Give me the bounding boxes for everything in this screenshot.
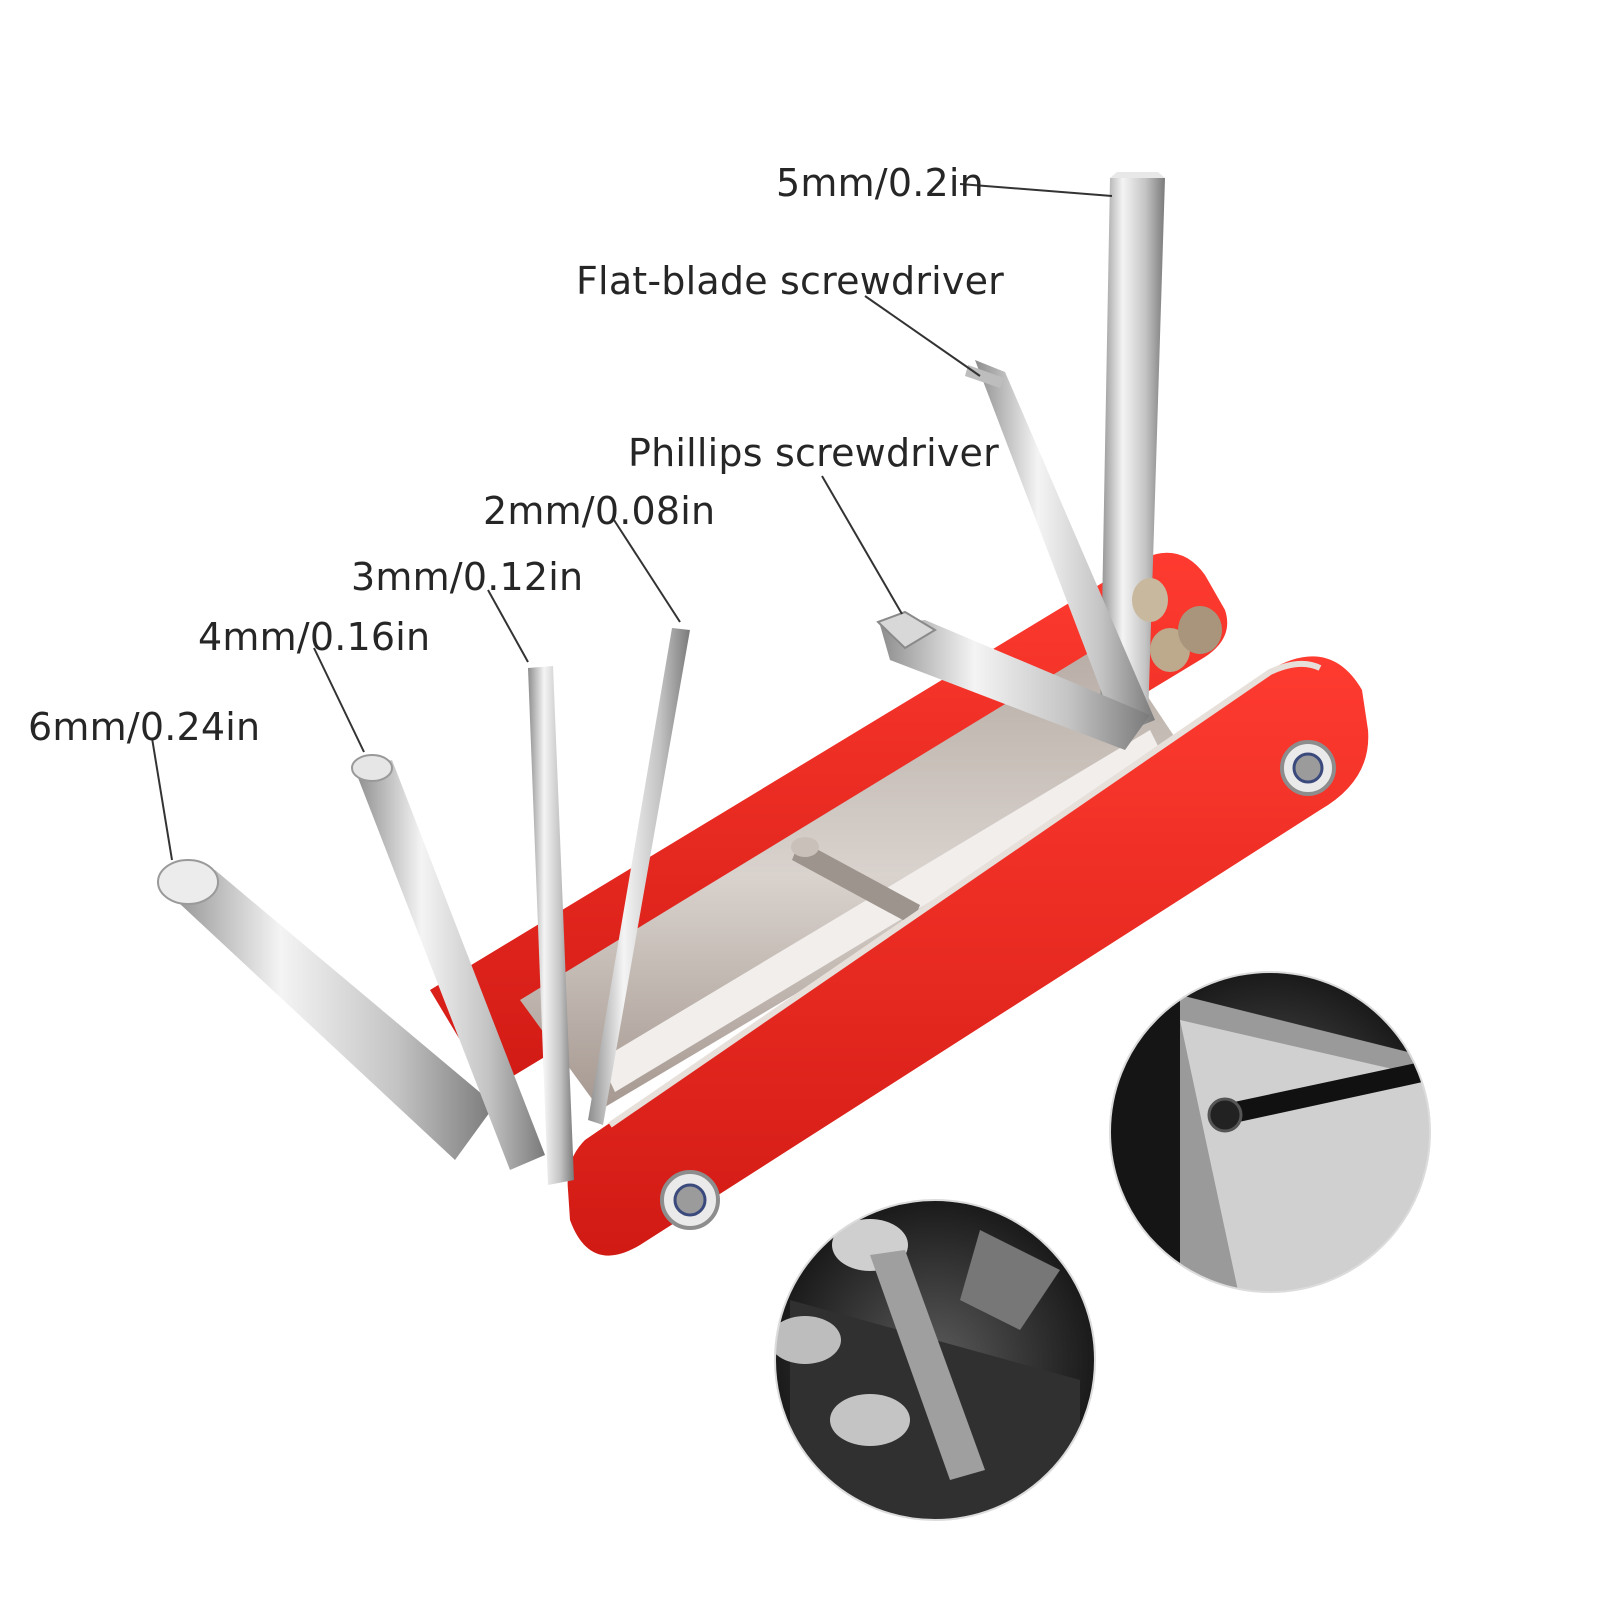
detail-photo-bolts	[775, 1200, 1095, 1520]
flat-blade-screwdriver	[965, 360, 1155, 735]
label-2mm-hex: 2mm/0.08in	[483, 489, 716, 533]
label-3mm-hex: 3mm/0.12in	[351, 555, 584, 599]
label-flat-blade: Flat-blade screwdriver	[576, 259, 1004, 303]
leader-lines	[151, 183, 1113, 861]
hex-key-6mm	[157, 859, 495, 1160]
label-5mm-hex: 5mm/0.2in	[776, 161, 984, 205]
phillips-screwdriver	[876, 610, 1150, 750]
hex-key-3mm	[528, 666, 574, 1185]
hex-key-4mm	[351, 754, 545, 1170]
label-4mm-hex: 4mm/0.16in	[198, 615, 431, 659]
hex-key-2mm	[588, 628, 690, 1125]
metal-channel	[520, 640, 1190, 1110]
label-phillips: Phillips screwdriver	[628, 431, 999, 475]
hinge-bolts-right	[1132, 578, 1222, 672]
label-6mm-hex: 6mm/0.24in	[28, 705, 261, 749]
front-red-plate	[567, 656, 1369, 1256]
detail-photo-hexkey	[1110, 972, 1430, 1292]
